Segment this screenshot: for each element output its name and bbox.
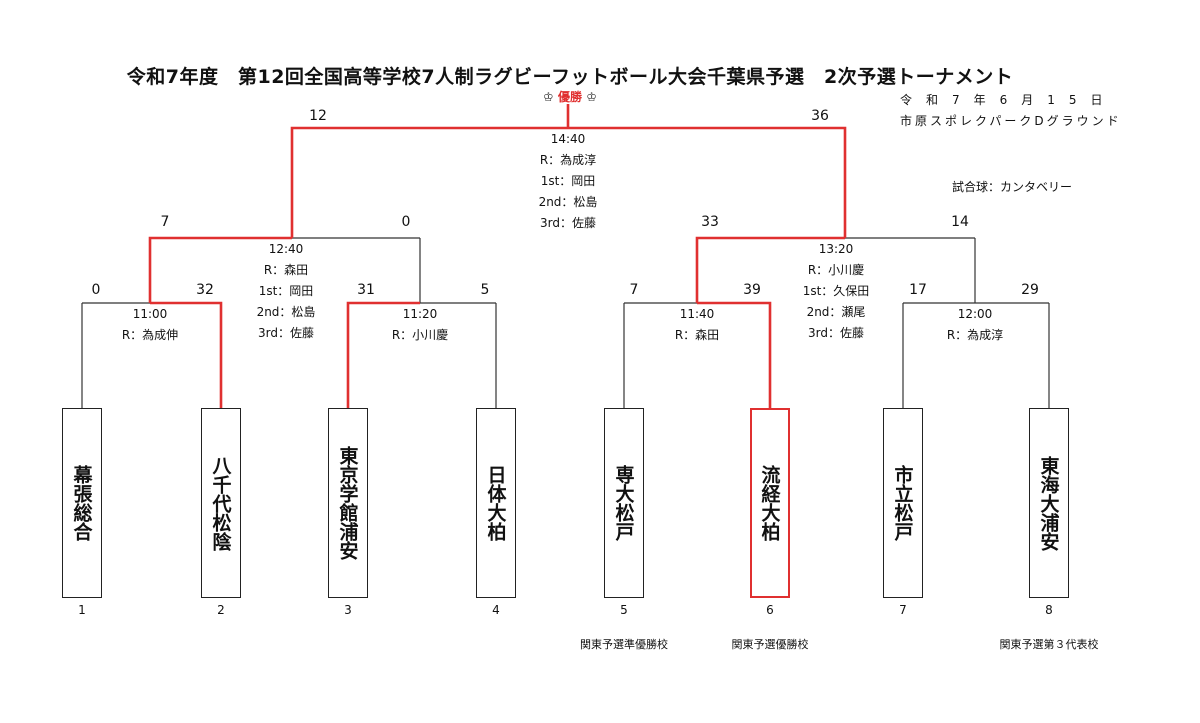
referee: R：小川慶 <box>391 328 449 342</box>
team-box: 日体大柏 <box>476 408 516 598</box>
seed-number: 2 <box>217 603 225 617</box>
score-qf4-b: 29 <box>1021 282 1039 298</box>
match-info-sf-left: 12:40 R：森田 1st：岡田 2nd：松島 3rd：佐藤 <box>257 239 316 344</box>
assistant-1st: 1st：岡田 <box>258 284 314 298</box>
score-qf4-a: 17 <box>909 282 927 298</box>
team-note: 関東予選第３代表校 <box>999 638 1099 651</box>
team-box: 八千代松陰 <box>201 408 241 598</box>
referee: R：為成伸 <box>121 328 179 342</box>
seed-number: 6 <box>766 603 774 617</box>
referee: R：小川慶 <box>807 263 865 277</box>
team-note: 関東予選優勝校 <box>731 638 809 651</box>
assistant-3rd: 3rd：佐藤 <box>540 216 596 230</box>
assistant-3rd: 3rd：佐藤 <box>258 326 314 340</box>
seed-number: 1 <box>78 603 86 617</box>
match-time: 13:20 <box>818 242 854 256</box>
assistant-3rd: 3rd：佐藤 <box>808 326 864 340</box>
match-info-qf2: 11:20 R：小川慶 <box>392 304 448 346</box>
score-sf-left-b: 0 <box>401 214 411 230</box>
referee: R：為成淳 <box>539 153 597 167</box>
score-qf1-a: 0 <box>91 282 101 298</box>
score-sf-right-a: 33 <box>701 214 719 230</box>
team-note: 関東予選準優勝校 <box>580 638 668 651</box>
team-box: 東京学館浦安 <box>328 408 368 598</box>
seed-number: 4 <box>492 603 500 617</box>
champion-text: 優勝 <box>557 90 582 104</box>
tournament-venue: 市原スポレクパークDグラウンド <box>900 114 1122 128</box>
assistant-2nd: 2nd：松島 <box>256 305 316 319</box>
score-qf2-b: 5 <box>480 282 490 298</box>
team-box: 幕張総合 <box>62 408 102 598</box>
match-info-final: 14:40 R：為成淳 1st：岡田 2nd：松島 3rd：佐藤 <box>539 129 598 234</box>
champion-label: ♔ 優勝 ♔ <box>530 88 610 105</box>
seed-number: 7 <box>899 603 907 617</box>
assistant-2nd: 2nd：瀬尾 <box>806 305 866 319</box>
tournament-date: 令和7年6月15日 <box>900 93 1117 107</box>
crown-icon: ♔ <box>543 90 554 104</box>
score-final-right: 36 <box>811 108 829 124</box>
score-qf1-b: 32 <box>196 282 214 298</box>
score-final-left: 12 <box>309 108 327 124</box>
team-box: 専大松戸 <box>604 408 644 598</box>
match-time: 11:20 <box>402 307 438 321</box>
referee: R：森田 <box>674 328 720 342</box>
match-info-qf4: 12:00 R：為成淳 <box>947 304 1003 346</box>
assistant-1st: 1st：岡田 <box>540 174 596 188</box>
seed-number: 8 <box>1045 603 1053 617</box>
match-info-qf1: 11:00 R：為成伸 <box>122 304 178 346</box>
match-info-sf-right: 13:20 R：小川慶 1st：久保田 2nd：瀬尾 3rd：佐藤 <box>803 239 870 344</box>
assistant-1st: 1st：久保田 <box>802 284 870 298</box>
seed-number: 5 <box>620 603 628 617</box>
match-info-qf3: 11:40 R：森田 <box>675 304 719 346</box>
team-box: 東海大浦安 <box>1029 408 1069 598</box>
score-qf2-a: 31 <box>357 282 375 298</box>
match-ball: 試合球：カンタベリー <box>952 180 1073 194</box>
match-time: 12:40 <box>268 242 304 256</box>
match-time: 11:00 <box>132 307 168 321</box>
score-sf-right-b: 14 <box>951 214 969 230</box>
assistant-2nd: 2nd：松島 <box>538 195 598 209</box>
crown-icon: ♔ <box>586 90 597 104</box>
seed-number: 3 <box>344 603 352 617</box>
referee: R：為成淳 <box>946 328 1004 342</box>
page-title: 令和7年度 第12回全国高等学校7人制ラグビーフットボール大会千葉県予選 2次予… <box>126 66 1014 88</box>
score-qf3-b: 39 <box>743 282 761 298</box>
team-box: 市立松戸 <box>883 408 923 598</box>
match-time: 11:40 <box>679 307 715 321</box>
referee: R：森田 <box>263 263 309 277</box>
match-time: 14:40 <box>550 132 586 146</box>
match-time: 12:00 <box>957 307 993 321</box>
score-sf-left-a: 7 <box>160 214 170 230</box>
score-qf3-a: 7 <box>629 282 639 298</box>
team-box-champion: 流経大柏 <box>750 408 790 598</box>
